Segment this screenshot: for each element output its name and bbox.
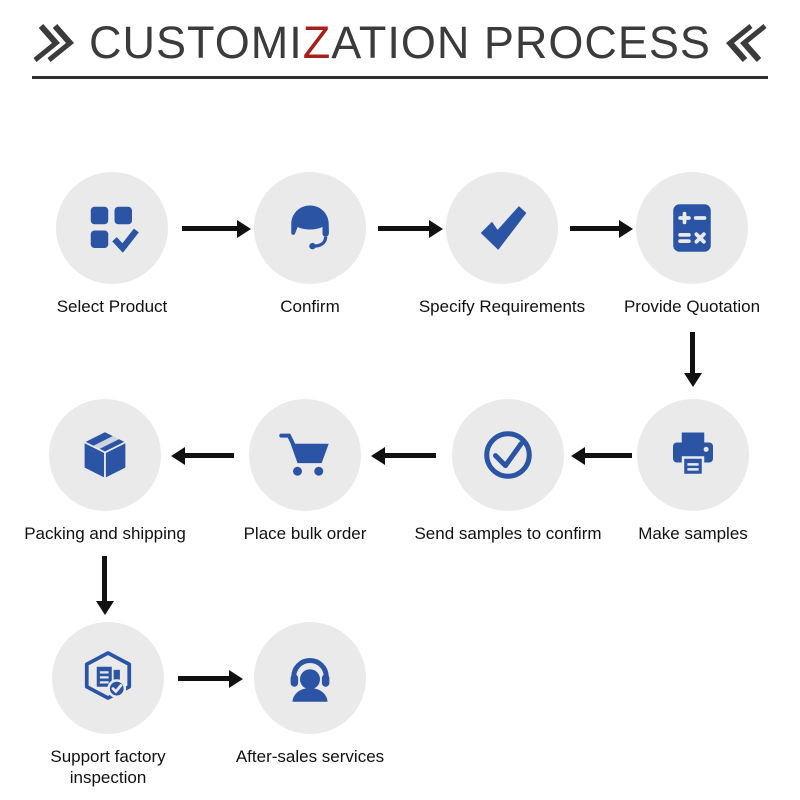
page-title: CUSTOMIZATION PROCESS xyxy=(0,12,800,74)
shipping-box-icon xyxy=(81,430,129,481)
step-circle xyxy=(56,172,168,284)
double-chevron-left-icon xyxy=(721,20,773,66)
step-label: Packing and shipping xyxy=(24,524,186,543)
step-circle xyxy=(52,622,164,734)
printer-icon xyxy=(673,432,713,477)
title-text: CUSTOMIZATION PROCESS xyxy=(89,17,711,69)
step-after-sales: After-sales services xyxy=(236,622,384,766)
step-circle xyxy=(254,172,366,284)
step-factory-inspection: Support factory inspection xyxy=(50,622,166,787)
arrow-packing-to-inspection xyxy=(102,556,107,602)
arrow-inspection-to-after-sales xyxy=(178,676,230,681)
circle-checkmark-icon xyxy=(484,431,532,479)
title-underline xyxy=(32,76,768,79)
step-packing-shipping: Packing and shipping xyxy=(24,399,186,543)
double-chevron-right-icon xyxy=(27,20,79,66)
step-circle xyxy=(452,399,564,511)
step-provide-quotation: Provide Quotation xyxy=(624,172,760,316)
arrow-confirm-samples-to-bulk-order xyxy=(384,453,436,458)
step-label: Support factory inspection xyxy=(50,747,166,788)
step-label: Place bulk order xyxy=(243,524,367,543)
arrow-bulk-order-to-packing xyxy=(184,453,234,458)
step-circle xyxy=(637,399,749,511)
step-send-samples: Send samples to confirm xyxy=(414,399,602,543)
title-post: ATION PROCESS xyxy=(331,17,711,68)
shopping-cart-icon xyxy=(279,433,329,476)
arrow-specify-to-quotation xyxy=(570,226,620,231)
title-highlight-letter: Z xyxy=(302,17,332,68)
step-circle xyxy=(49,399,161,511)
arrow-quotation-to-samples xyxy=(690,332,695,374)
step-circle xyxy=(636,172,748,284)
bold-checkmark-icon xyxy=(480,206,527,250)
arrow-samples-to-confirm-samples xyxy=(584,453,632,458)
step-confirm: Confirm xyxy=(254,172,366,316)
step-label: Confirm xyxy=(280,297,340,316)
headphones-support-icon xyxy=(290,658,330,702)
product-grid-check-icon xyxy=(90,206,139,253)
step-circle xyxy=(446,172,558,284)
step-label: Send samples to confirm xyxy=(414,524,602,543)
step-label: Provide Quotation xyxy=(623,297,761,316)
calculator-icon xyxy=(673,204,711,252)
step-circle xyxy=(254,622,366,734)
step-label: Make samples xyxy=(638,524,748,543)
step-place-bulk-order: Place bulk order xyxy=(244,399,366,543)
arrow-select-to-confirm xyxy=(182,226,238,231)
step-circle xyxy=(249,399,361,511)
step-label: After-sales services xyxy=(235,747,385,766)
step-label: Select Product xyxy=(56,297,168,316)
customer-service-headset-icon xyxy=(291,205,329,250)
title-pre: CUSTOMI xyxy=(89,17,303,68)
step-select-product: Select Product xyxy=(56,172,168,316)
factory-inspection-shield-icon xyxy=(84,651,132,700)
step-specify-requirements: Specify Requirements xyxy=(419,172,585,316)
step-label: Specify Requirements xyxy=(418,297,586,316)
step-make-samples: Make samples xyxy=(637,399,749,543)
arrow-confirm-to-specify xyxy=(378,226,430,231)
